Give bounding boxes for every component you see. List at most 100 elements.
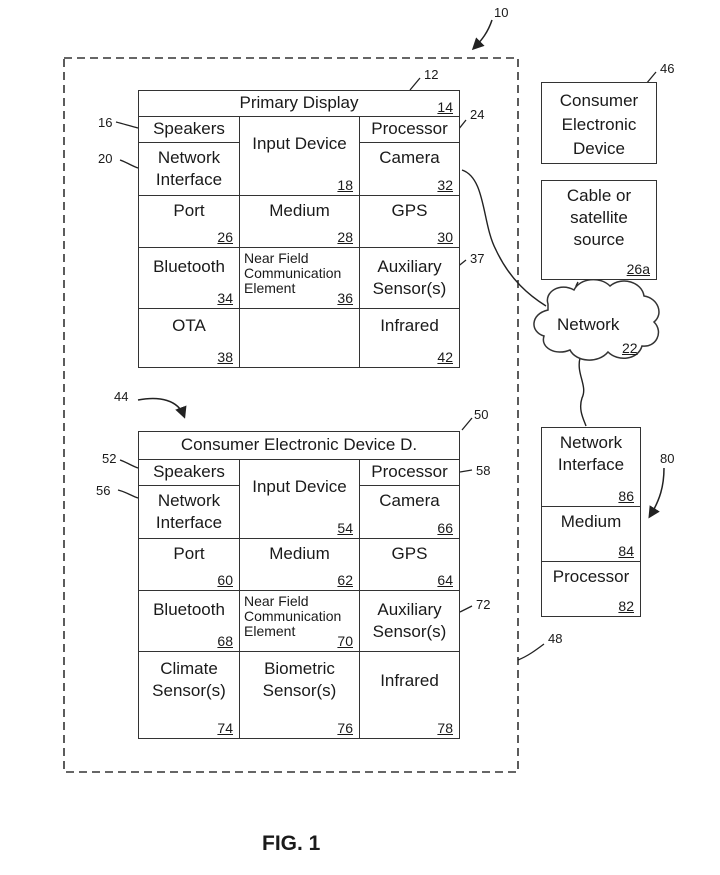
climate-sensor-num: 74 bbox=[217, 720, 233, 736]
processor-label: Processor bbox=[371, 462, 448, 481]
input-device-num: 18 bbox=[337, 177, 353, 193]
input-device-label: Input Device bbox=[252, 477, 347, 496]
aux-sensor-label: Auxiliary Sensor(s) bbox=[372, 600, 447, 641]
aux-sensor-label: Auxiliary Sensor(s) bbox=[372, 257, 447, 298]
device-d-header: Consumer Electronic Device D. bbox=[138, 431, 460, 460]
nfc-num: 70 bbox=[337, 633, 353, 649]
processor-cell: Processor bbox=[359, 459, 460, 486]
ref-aux-bot: 72 bbox=[476, 597, 491, 612]
infrared-num: 42 bbox=[437, 349, 453, 365]
gps-num: 64 bbox=[437, 572, 453, 588]
ref-system: 10 bbox=[494, 5, 509, 20]
remote-processor-label: Processor bbox=[552, 567, 630, 586]
ref-primary-box: 12 bbox=[424, 67, 439, 82]
remote-medium-label: Medium bbox=[560, 512, 622, 531]
ref-speakers-bot: 52 bbox=[102, 451, 117, 466]
remote-medium-num: 84 bbox=[618, 543, 634, 559]
speakers-cell: Speakers bbox=[138, 459, 240, 486]
ref-cons-elec: 46 bbox=[660, 61, 675, 76]
medium-cell: Medium 28 bbox=[239, 195, 360, 248]
camera-cell: Camera 32 bbox=[359, 142, 460, 196]
nfc-label: Near Field Communication Element bbox=[244, 593, 342, 639]
bluetooth-num: 34 bbox=[217, 290, 233, 306]
aux-sensor-cell: Auxiliary Sensor(s) bbox=[359, 247, 460, 309]
port-num: 26 bbox=[217, 229, 233, 245]
medium-num: 28 bbox=[337, 229, 353, 245]
speakers-label: Speakers bbox=[153, 119, 225, 138]
input-device-cell: Input Device 54 bbox=[239, 459, 360, 539]
network-interface-cell: Network Interface bbox=[138, 142, 240, 196]
bluetooth-cell: Bluetooth 68 bbox=[138, 590, 240, 652]
remote-network-interface-cell: Network Interface 86 bbox=[541, 427, 641, 507]
ref-device-d: 44 bbox=[114, 389, 129, 404]
infrared-label: Infrared bbox=[380, 671, 439, 690]
input-device-label: Input Device bbox=[252, 134, 347, 153]
remote-processor-cell: Processor 82 bbox=[541, 561, 641, 617]
remote-network-interface-label: Network Interface bbox=[557, 433, 625, 474]
bluetooth-num: 68 bbox=[217, 633, 233, 649]
gps-label: GPS bbox=[391, 201, 428, 220]
speakers-label: Speakers bbox=[153, 462, 225, 481]
remote-processor-num: 82 bbox=[618, 598, 634, 614]
network-num: 22 bbox=[622, 340, 638, 356]
cable-satellite-num: 26a bbox=[626, 261, 650, 277]
system-boundary bbox=[63, 57, 519, 773]
camera-label: Camera bbox=[379, 148, 440, 167]
ota-cell: OTA 38 bbox=[138, 308, 240, 368]
nfc-label: Near Field Communication Element bbox=[244, 250, 342, 296]
bluetooth-label: Bluetooth bbox=[153, 257, 225, 276]
ref-remote: 80 bbox=[660, 451, 675, 466]
ref-processor-top: 24 bbox=[470, 107, 485, 122]
climate-sensor-cell: Climate Sensor(s) 74 bbox=[138, 651, 240, 739]
biometric-sensor-label: Biometric Sensor(s) bbox=[262, 659, 337, 700]
nfc-cell: Near Field Communication Element 36 bbox=[239, 247, 360, 309]
medium-label: Medium bbox=[269, 544, 330, 563]
network-interface-label: Network Interface bbox=[155, 148, 223, 189]
network-label: Network bbox=[557, 315, 620, 334]
device-d-title: Consumer Electronic Device D. bbox=[180, 435, 418, 454]
speakers-cell: Speakers bbox=[138, 116, 240, 143]
ref-processor-bot: 58 bbox=[476, 463, 491, 478]
gps-num: 30 bbox=[437, 229, 453, 245]
network-interface-label: Network Interface bbox=[155, 491, 223, 532]
biometric-sensor-cell: Biometric Sensor(s) 76 bbox=[239, 651, 360, 739]
empty-cell bbox=[239, 308, 360, 368]
port-label: Port bbox=[173, 201, 205, 220]
primary-display-header: Primary Display 14 bbox=[138, 90, 460, 117]
remote-network-interface-num: 86 bbox=[618, 488, 634, 504]
climate-sensor-label: Climate Sensor(s) bbox=[152, 659, 226, 700]
port-cell: Port 26 bbox=[138, 195, 240, 248]
infrared-cell: Infrared 42 bbox=[359, 308, 460, 368]
ref-device-d-box: 50 bbox=[474, 407, 489, 422]
ref-speakers-top: 16 bbox=[98, 115, 113, 130]
medium-label: Medium bbox=[269, 201, 330, 220]
medium-num: 62 bbox=[337, 572, 353, 588]
biometric-sensor-num: 76 bbox=[337, 720, 353, 736]
network-interface-cell: Network Interface bbox=[138, 485, 240, 539]
camera-num: 32 bbox=[437, 177, 453, 193]
bluetooth-label: Bluetooth bbox=[153, 600, 225, 619]
ref-dashed: 48 bbox=[548, 631, 563, 646]
infrared-num: 78 bbox=[437, 720, 453, 736]
figure-label: FIG. 1 bbox=[262, 832, 321, 855]
primary-display-num: 14 bbox=[437, 99, 453, 115]
ota-label: OTA bbox=[172, 316, 206, 335]
bluetooth-cell: Bluetooth 34 bbox=[138, 247, 240, 309]
consumer-electronic-device-label: Consumer Electronic Device bbox=[559, 91, 639, 158]
camera-label: Camera bbox=[379, 491, 440, 510]
port-label: Port bbox=[173, 544, 205, 563]
cable-satellite-box: Cable or satellite source 26a bbox=[541, 180, 657, 280]
ref-aux-top: 37 bbox=[470, 251, 485, 266]
infrared-cell: Infrared 78 bbox=[359, 651, 460, 739]
port-num: 60 bbox=[217, 572, 233, 588]
ref-netif-bot: 56 bbox=[96, 483, 111, 498]
cable-satellite-label: Cable or satellite source bbox=[566, 186, 632, 249]
port-cell: Port 60 bbox=[138, 538, 240, 591]
gps-label: GPS bbox=[391, 544, 428, 563]
aux-sensor-cell: Auxiliary Sensor(s) bbox=[359, 590, 460, 652]
camera-num: 66 bbox=[437, 520, 453, 536]
processor-label: Processor bbox=[371, 119, 448, 138]
nfc-num: 36 bbox=[337, 290, 353, 306]
gps-cell: GPS 64 bbox=[359, 538, 460, 591]
medium-cell: Medium 62 bbox=[239, 538, 360, 591]
